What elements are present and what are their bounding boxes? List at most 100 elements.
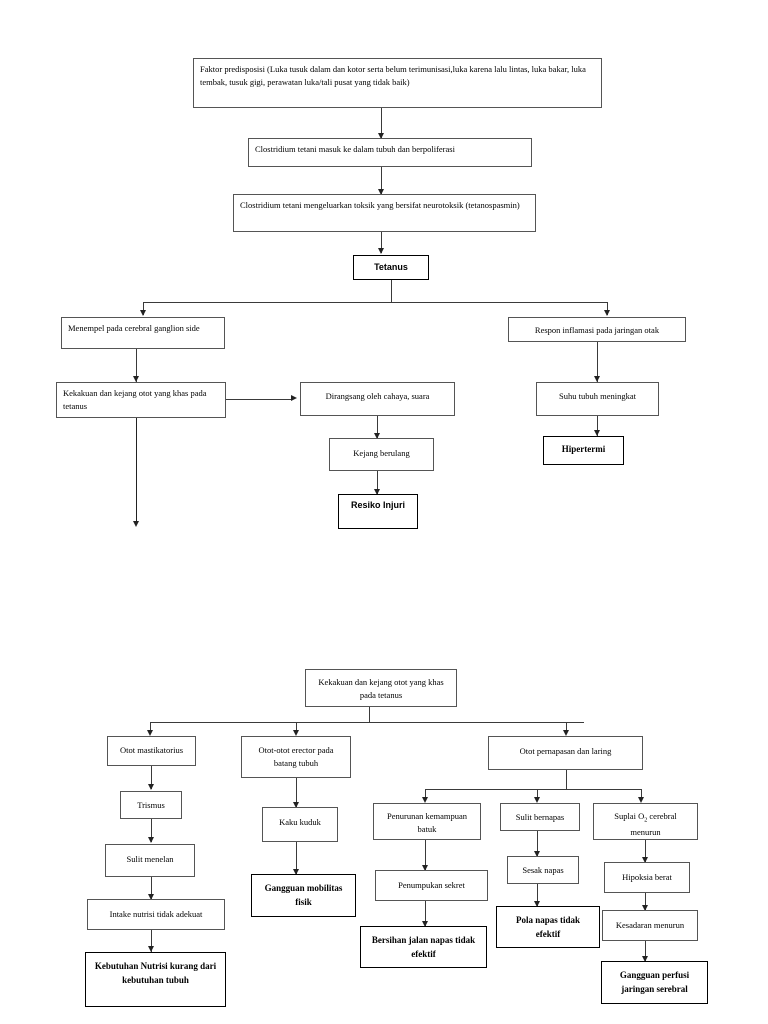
arrowhead-n10-n12: [374, 489, 380, 495]
arrowhead-n14-n17: [148, 784, 154, 790]
node-label: Gangguan mobilitas fisik: [264, 883, 343, 907]
node-label: Penumpukan sekret: [398, 880, 465, 890]
arrowhead-tetanus-left: [140, 310, 146, 316]
arrowhead-n22-n27: [148, 894, 154, 900]
node-label: Sulit menelan: [126, 854, 174, 864]
arrowhead-n18-n23: [293, 869, 299, 875]
arrowhead-n13-right: [563, 730, 569, 736]
arrowhead-n21-n26: [642, 857, 648, 863]
edge-n30-n32: [645, 941, 646, 961]
arrowhead-n13-left: [147, 730, 153, 736]
edge-n13-branch-mid: [296, 722, 297, 734]
node-otot-pernapasan-laring: Otot pernapasan dan laring: [488, 736, 643, 770]
edge-n21-n26: [645, 840, 646, 862]
edge-n13-bus: [150, 722, 584, 723]
node-kekakuan-kejang-otot: Kekakuan dan kejang otot yang khas pada …: [56, 382, 226, 418]
edge-n13-stem: [369, 707, 370, 723]
node-label: Clostridium tetani mengeluarkan toksik y…: [240, 200, 520, 210]
node-sulit-bernapas: Sulit bernapas: [500, 803, 580, 831]
arrowhead-n3-n4: [378, 248, 384, 254]
node-label: Pola napas tidak efektif: [515, 915, 581, 939]
arrowhead-n30-n32: [642, 956, 648, 962]
arrowhead-n17-n22: [148, 837, 154, 843]
node-label: Kesadaran menurun: [615, 920, 685, 930]
edge-n18-n23: [296, 842, 297, 874]
arrowhead-n6-n9: [594, 376, 600, 382]
edge-n25-n29: [537, 884, 538, 906]
node-otot-mastikatorius: Otot mastikatorius: [107, 736, 196, 766]
edge-n15-n18: [296, 778, 297, 807]
node-label: Kebutuhan Nutrisi kurang dari kebutuhan …: [94, 961, 217, 985]
arrowhead-n5-n7: [133, 376, 139, 382]
node-label: Sesak napas: [522, 865, 564, 875]
node-hipertermi: Hipertermi: [543, 436, 624, 465]
node-label: Otot mastikatorius: [119, 745, 184, 755]
node-clostridium-masuk: Clostridium tetani masuk ke dalam tubuh …: [248, 138, 532, 167]
node-label: Hipoksia berat: [622, 872, 672, 882]
node-sesak-napas: Sesak napas: [507, 856, 579, 884]
node-label: Clostridium tetani masuk ke dalam tubuh …: [255, 144, 455, 154]
node-kesadaran-menurun: Kesadaran menurun: [602, 910, 698, 941]
edge-tetanus-bus: [143, 302, 608, 303]
node-otot-erector-batang-tubuh: Otot-otot erector pada batang tubuh: [241, 736, 351, 778]
node-label: Suplai O2 cerebral menurun: [614, 811, 677, 838]
arrowhead-n25-n29: [534, 901, 540, 907]
node-label: Penurunan kemampuan batuk: [386, 811, 468, 835]
edge-n13-branch-left: [150, 722, 151, 734]
arrowhead-n16-mid: [534, 797, 540, 803]
node-penumpukan-sekret: Penumpukan sekret: [375, 870, 488, 901]
node-label: Trismus: [137, 800, 165, 810]
edge-n1-n2: [381, 108, 382, 138]
node-menempel-cerebral-ganglion: Menempel pada cerebral ganglion side: [61, 317, 225, 349]
edge-n19-n24: [425, 840, 426, 870]
edge-n16-branch-mid: [537, 789, 538, 801]
arrowhead-n9-n11: [594, 430, 600, 436]
node-label: Hipertermi: [561, 444, 606, 454]
edge-n20-n25: [537, 831, 538, 856]
edge-n7-n8: [226, 399, 293, 400]
edge-n3-n4: [381, 232, 382, 253]
arrowhead-n13-mid: [293, 730, 299, 736]
arrowhead-n20-n25: [534, 851, 540, 857]
edge-tetanus-stem: [391, 280, 392, 303]
node-label: Kejang berulang: [353, 448, 410, 458]
node-resiko-injuri: Resiko Injuri: [338, 494, 418, 529]
node-label: Intake nutrisi tidak adekuat: [109, 909, 203, 919]
node-penurunan-kemampuan-batuk: Penurunan kemampuan batuk: [373, 803, 481, 840]
node-label: Kekakuan dan kejang otot yang khas pada …: [63, 388, 207, 412]
edge-n16-branch-left: [425, 789, 426, 801]
arrowhead-n7-continuation: [133, 521, 139, 527]
node-label: Kaku kuduk: [279, 817, 321, 827]
node-gangguan-mobilitas-fisik: Gangguan mobilitas fisik: [251, 874, 356, 917]
edge-n16-stem: [566, 770, 567, 790]
node-kejang-berulang: Kejang berulang: [329, 438, 434, 471]
node-intake-nutrisi-tidak-adekuat: Intake nutrisi tidak adekuat: [87, 899, 225, 930]
arrowhead-n15-n18: [293, 802, 299, 808]
node-label: Sulit bernapas: [515, 812, 565, 822]
node-tetanus: Tetanus: [353, 255, 429, 280]
edge-n22-n27: [151, 877, 152, 899]
node-gangguan-perfusi-jaringan-serebral: Gangguan perfusi jaringan serebral: [601, 961, 708, 1004]
edge-tetanus-left-drop: [143, 302, 144, 315]
edge-n14-n17: [151, 766, 152, 789]
node-label: Resiko Injuri: [350, 500, 405, 510]
node-pola-napas-tidak-efektif: Pola napas tidak efektif: [496, 906, 600, 948]
arrowhead-tetanus-right: [604, 310, 610, 316]
node-label: Bersihan jalan napas tidak efektif: [371, 935, 476, 959]
arrowhead-n16-left: [422, 797, 428, 803]
edge-n13-branch-right: [566, 722, 567, 734]
node-label: Suhu tubuh meningkat: [559, 391, 636, 401]
node-trismus: Trismus: [120, 791, 182, 819]
node-label: Tetanus: [374, 262, 408, 272]
arrowhead-n26-n30: [642, 905, 648, 911]
node-sulit-menelan: Sulit menelan: [105, 844, 195, 877]
arrowhead-n2-n3: [378, 189, 384, 195]
edge-n10-n12: [377, 471, 378, 494]
node-hipoksia-berat: Hipoksia berat: [604, 862, 690, 893]
node-bersihan-jalan-napas-tidak-efektif: Bersihan jalan napas tidak efektif: [360, 926, 487, 968]
arrowhead-n27-n31: [148, 946, 154, 952]
node-suplai-o2-cerebral-menurun: Suplai O2 cerebral menurun: [593, 803, 698, 840]
arrowhead-n7-n8: [291, 395, 297, 401]
node-label: Gangguan perfusi jaringan serebral: [619, 970, 690, 994]
